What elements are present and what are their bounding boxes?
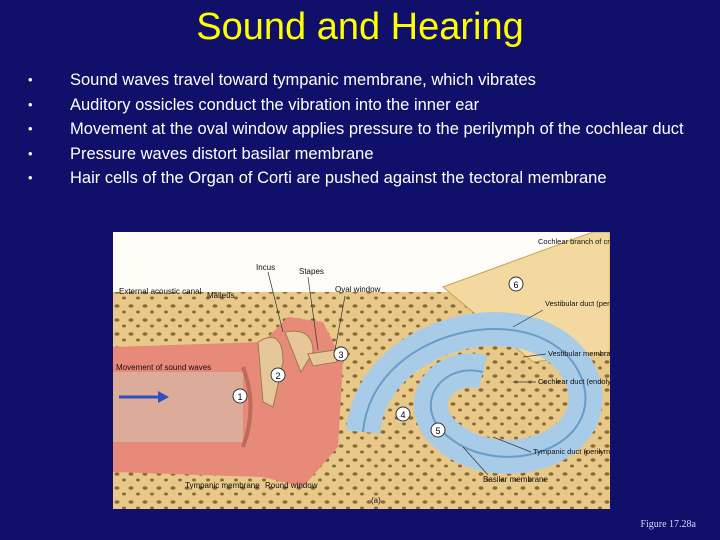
label-stapes: Stapes — [299, 267, 324, 276]
step-marker: 6 — [509, 277, 523, 291]
label-tympanic-duct: Tympanic duct (perilymph) — [533, 447, 610, 456]
bullet-item: Sound waves travel toward tympanic membr… — [26, 68, 706, 93]
svg-text:5: 5 — [435, 426, 440, 436]
svg-text:1: 1 — [237, 392, 242, 402]
slide-title: Sound and Hearing — [0, 6, 720, 49]
svg-text:6: 6 — [513, 280, 518, 290]
bullet-item: Movement at the oval window applies pres… — [26, 117, 706, 142]
label-vestibular-duct: Vestibular duct (perilymph) — [545, 299, 610, 308]
bullet-item: Hair cells of the Organ of Corti are pus… — [26, 166, 706, 191]
label-malleus: Malleus — [207, 291, 235, 300]
bullet-item: Auditory ossicles conduct the vibration … — [26, 93, 706, 118]
label-basilar-membrane: Basilar membrane — [483, 475, 548, 484]
label-round-window: Round window — [265, 481, 318, 490]
label-tympanic-membrane: Tympanic membrane — [185, 481, 260, 490]
ear-diagram: 1 2 3 4 5 6 Incus Stapes Oval window Mal… — [113, 232, 610, 509]
svg-text:3: 3 — [338, 350, 343, 360]
svg-text:2: 2 — [275, 371, 280, 381]
external-canal — [113, 372, 243, 442]
step-marker: 4 — [396, 407, 410, 421]
ear-diagram-svg: 1 2 3 4 5 6 Incus Stapes Oval window Mal… — [113, 232, 610, 509]
label-movement: Movement of sound waves — [116, 363, 211, 372]
svg-text:4: 4 — [400, 410, 405, 420]
label-incus: Incus — [256, 263, 275, 272]
bullet-item: Pressure waves distort basilar membrane — [26, 142, 706, 167]
step-marker: 3 — [334, 347, 348, 361]
figure-caption: Figure 17.28a — [640, 519, 696, 530]
bullet-list: Sound waves travel toward tympanic membr… — [26, 68, 706, 191]
step-marker: 5 — [431, 423, 445, 437]
label-cochlear-duct: Cochlear duct (endolymph) — [538, 377, 610, 386]
step-marker: 2 — [271, 368, 285, 382]
label-cochlear-branch: Cochlear branch of cranial nerve VIII — [538, 237, 610, 246]
step-marker: 1 — [233, 389, 247, 403]
label-vestibular-membrane: Vestibular membrane — [548, 349, 610, 358]
label-oval-window: Oval window — [335, 285, 381, 294]
label-panel: (a) — [371, 496, 381, 505]
label-external-canal: External acoustic canal — [119, 287, 201, 296]
